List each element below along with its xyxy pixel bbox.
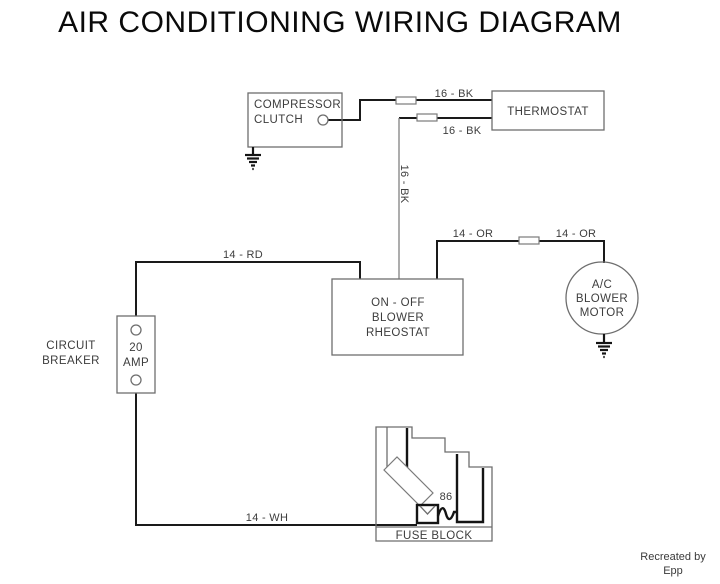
wire-label-16bk-top: 16 - BK xyxy=(435,88,474,100)
wire-label-14or-left: 14 - OR xyxy=(453,228,494,240)
inline-fuse-icon xyxy=(395,96,417,105)
rheostat-label-line1: ON - OFF xyxy=(371,297,425,309)
page-title: AIR CONDITIONING WIRING DIAGRAM xyxy=(58,6,622,39)
breaker-name-line2: BREAKER xyxy=(42,355,100,367)
compressor-clutch-label-line1: COMPRESSOR xyxy=(254,99,341,111)
breaker-rating-line1: 20 xyxy=(129,342,143,354)
wire-rheostat-to-motor xyxy=(436,240,605,279)
inline-fuse-icon xyxy=(416,113,438,122)
wire-breaker-to-rheostat xyxy=(135,261,361,316)
rheostat-box xyxy=(331,278,464,356)
fuse-block: 86 FUSE BLOCK xyxy=(375,426,493,542)
fuse-block-outline xyxy=(375,426,493,542)
fuse-squiggle-wire xyxy=(436,507,457,521)
inline-fuse-icon xyxy=(518,236,540,245)
compressor-clutch: COMPRESSOR CLUTCH xyxy=(245,92,343,171)
rheostat-label-line3: RHEOSTAT xyxy=(366,327,430,339)
blower-rheostat: ON - OFF BLOWER RHEOSTAT xyxy=(331,278,464,356)
blower-motor-circle xyxy=(565,261,639,335)
wire-label-14or-right: 14 - OR xyxy=(556,228,597,240)
terminal-circle-icon xyxy=(130,374,142,386)
ground-icon xyxy=(596,334,612,359)
terminal-circle-icon xyxy=(130,324,142,336)
breaker-rating-line2: AMP xyxy=(123,357,149,369)
thermostat-label: THERMOSTAT xyxy=(507,106,589,118)
compressor-clutch-label-line2: CLUTCH xyxy=(254,114,303,126)
wire-breaker-to-fuse-block xyxy=(135,393,417,526)
thermostat-box xyxy=(491,90,605,131)
wire-label-14wh: 14 - WH xyxy=(246,512,288,524)
breaker-name-line1: CIRCUIT xyxy=(46,340,95,352)
fuse-block-label: FUSE BLOCK xyxy=(396,530,473,542)
ac-blower-motor: A/C BLOWER MOTOR xyxy=(565,261,639,359)
wire-label-16bk-vertical: 16 - BK xyxy=(398,165,410,204)
wire-clutch-to-thermostat xyxy=(328,99,492,121)
fuse-chevron-icon xyxy=(419,505,436,515)
fuse-block-bus xyxy=(455,454,485,524)
wire-label-16bk-lower: 16 - BK xyxy=(443,125,482,137)
thermostat: THERMOSTAT xyxy=(491,90,605,131)
wire-label-14rd: 14 - RD xyxy=(223,249,263,261)
credit-line1: Recreated by xyxy=(640,551,706,563)
circuit-breaker: 20 AMP CIRCUIT BREAKER xyxy=(42,315,156,394)
motor-label-line1: A/C xyxy=(592,279,612,291)
terminal-circle-icon xyxy=(317,114,329,126)
fuse-terminal-number: 86 xyxy=(440,491,453,503)
ground-icon xyxy=(245,147,261,171)
motor-label-line2: BLOWER xyxy=(576,293,628,305)
credit-line2: Epp xyxy=(663,565,683,577)
circuit-breaker-box xyxy=(116,315,156,394)
motor-label-line3: MOTOR xyxy=(580,307,625,319)
fuse-cartridge-icon xyxy=(383,456,434,507)
rheostat-label-line2: BLOWER xyxy=(372,312,424,324)
compressor-clutch-box xyxy=(247,92,343,148)
